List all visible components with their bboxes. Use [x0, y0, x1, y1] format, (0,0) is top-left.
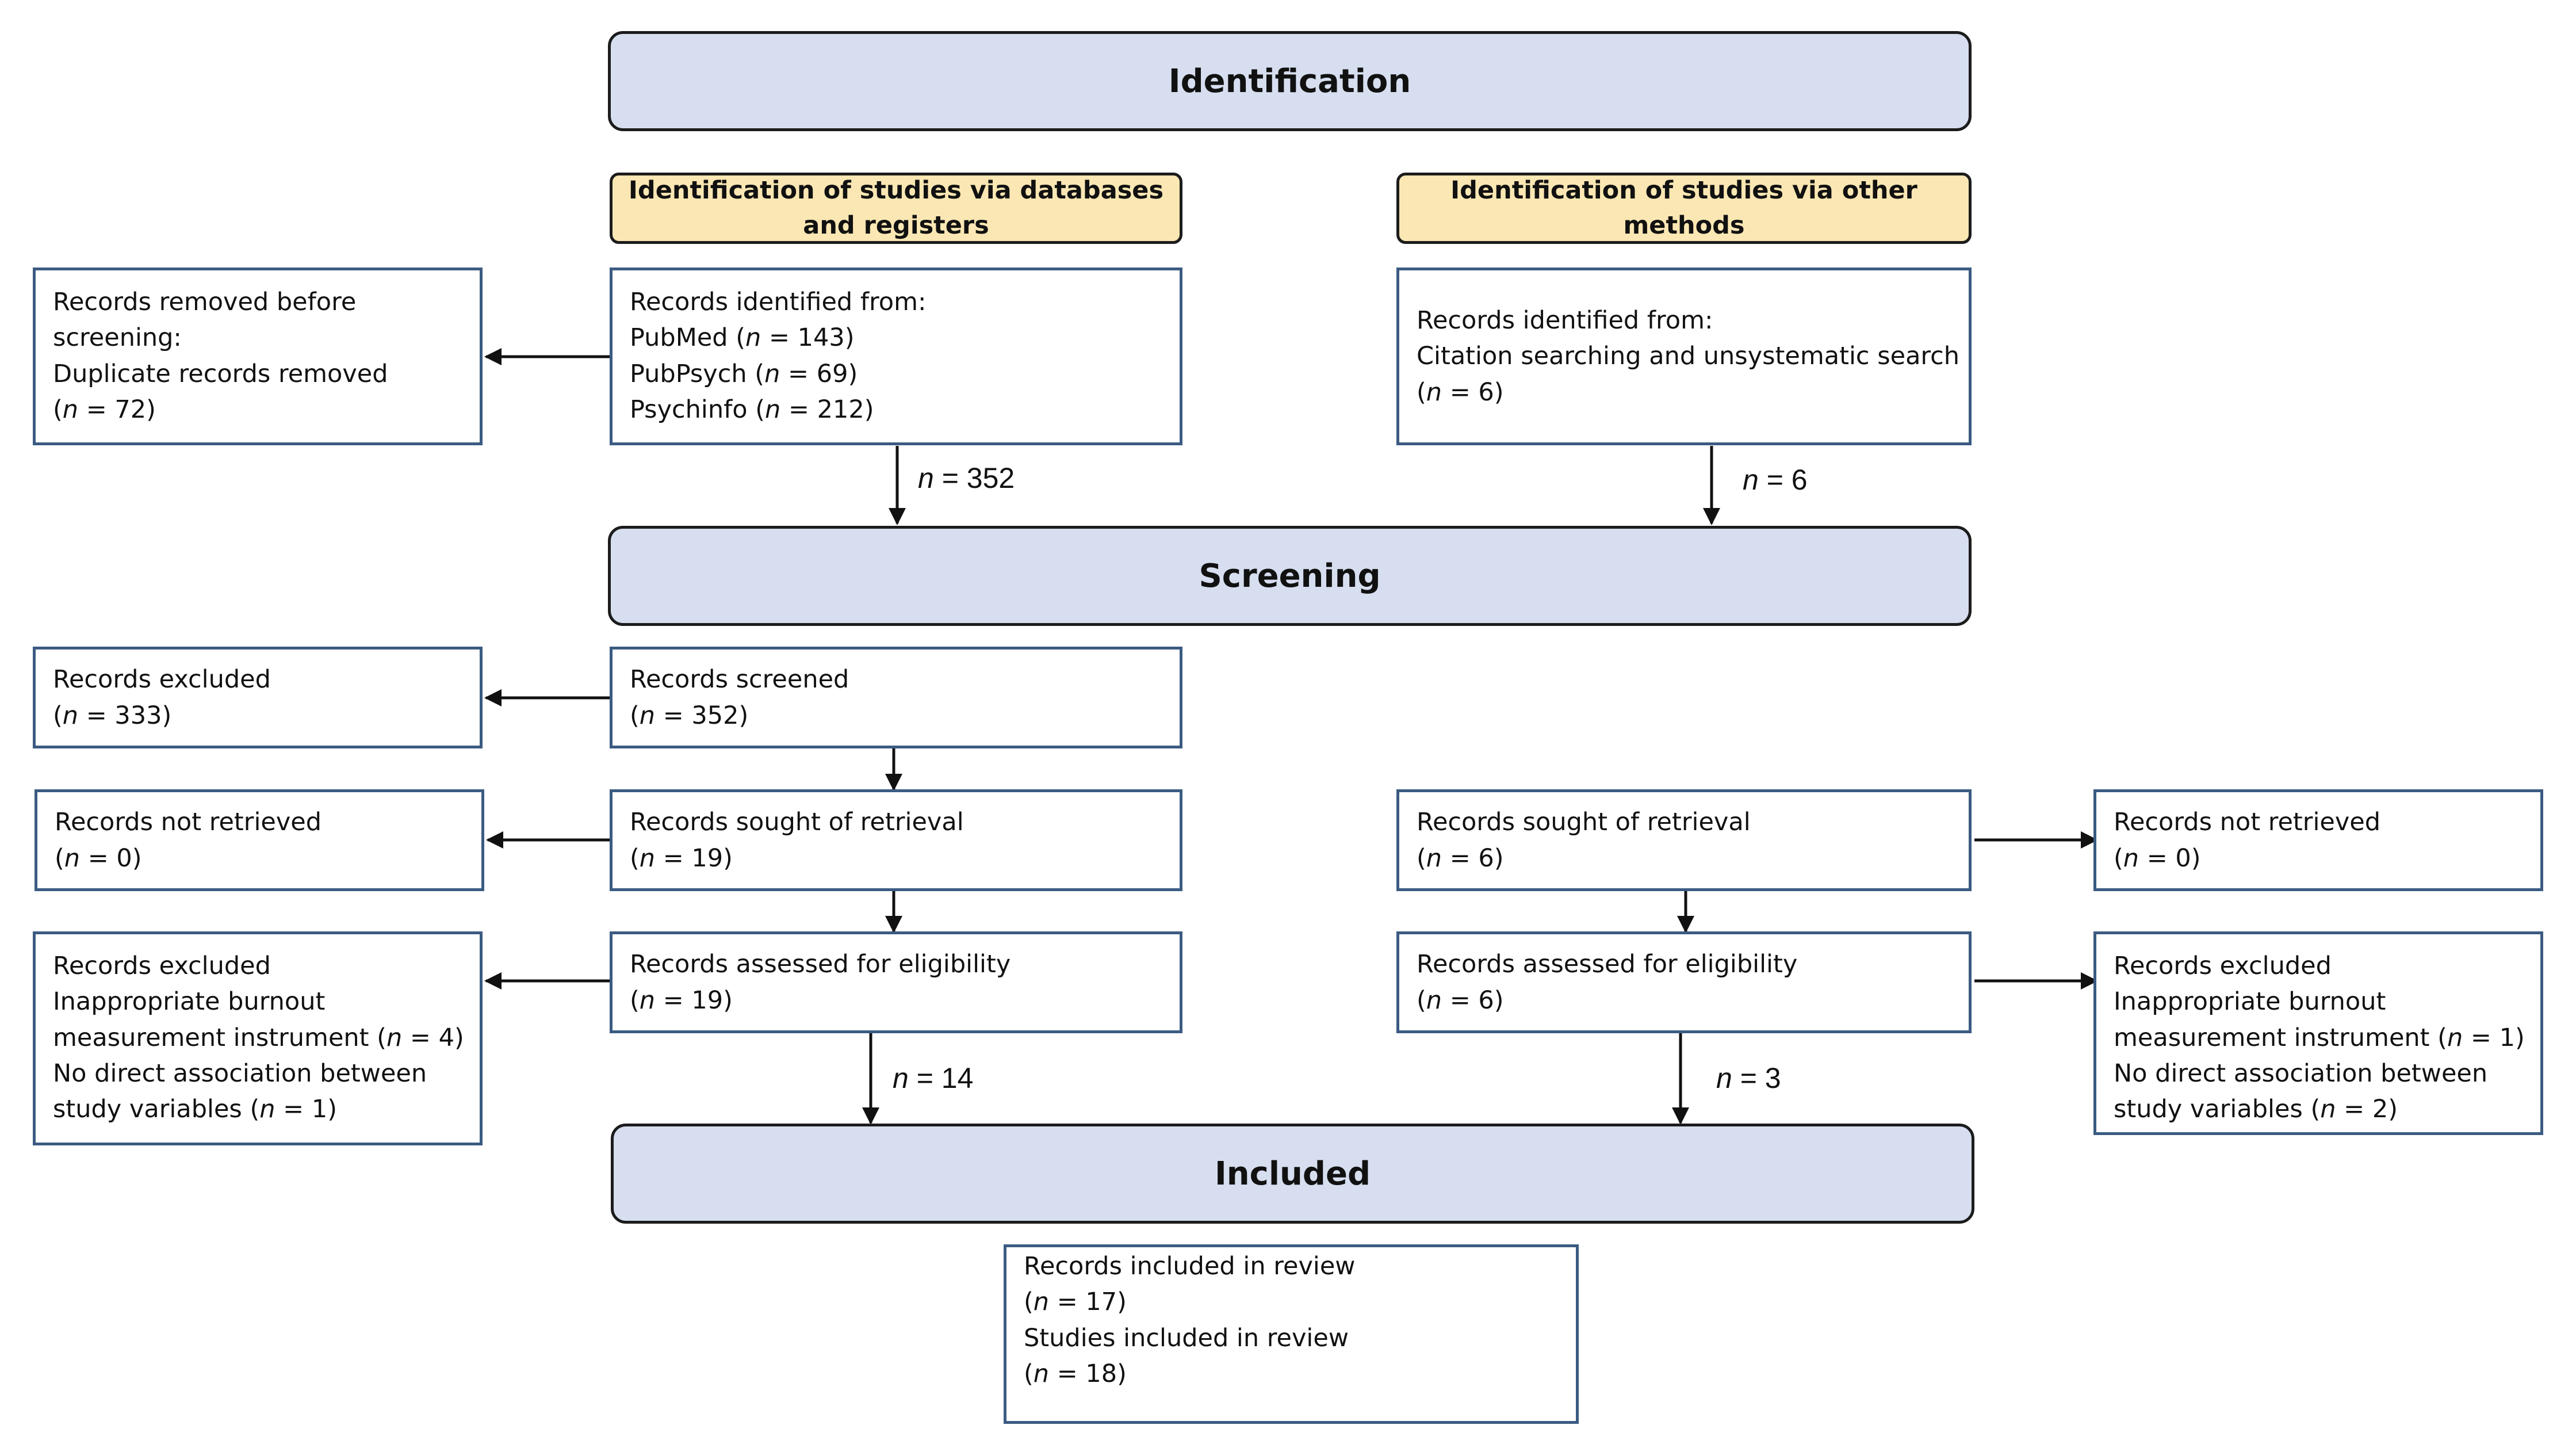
- flow-label-db-to-included: n = 14: [893, 1062, 974, 1094]
- box-records-removed-before-screening: Records removed before screening: Duplic…: [33, 268, 483, 445]
- box-records-excluded-screening: Records excluded (n = 333): [33, 647, 483, 748]
- stage-screening: Screening: [608, 526, 1972, 626]
- box-records-included-review: Records included in review (n = 17) Stud…: [1004, 1244, 1579, 1424]
- box-records-sought-other: Records sought of retrieval (n = 6): [1396, 789, 1972, 891]
- flow-label-db-to-screening: n = 352: [918, 462, 1015, 494]
- box-records-identified-databases: Records identified from: PubMed (n = 143…: [610, 268, 1182, 445]
- box-records-assessed-db: Records assessed for eligibility (n = 19…: [610, 931, 1182, 1033]
- source-databases: Identification of studies via databases …: [610, 173, 1182, 244]
- box-records-assessed-other: Records assessed for eligibility (n = 6): [1396, 931, 1972, 1033]
- stage-included: Included: [611, 1124, 1974, 1224]
- box-records-sought-db: Records sought of retrieval (n = 19): [610, 789, 1182, 891]
- flow-label-other-to-screening: n = 6: [1743, 464, 1808, 496]
- box-records-not-retrieved-other: Records not retrieved (n = 0): [2093, 789, 2543, 891]
- box-records-excluded-db: Records excluded Inappropriate burnout m…: [33, 931, 483, 1145]
- flow-label-other-to-included: n = 3: [1716, 1062, 1781, 1094]
- source-other-methods: Identification of studies via other meth…: [1396, 173, 1972, 244]
- box-records-identified-other: Records identified from: Citation search…: [1396, 268, 1972, 445]
- box-records-screened: Records screened (n = 352): [610, 647, 1182, 748]
- box-records-not-retrieved-db: Records not retrieved (n = 0): [35, 789, 484, 891]
- stage-identification: Identification: [608, 31, 1972, 131]
- box-records-excluded-other: Records excluded Inappropriate burnout m…: [2093, 931, 2543, 1135]
